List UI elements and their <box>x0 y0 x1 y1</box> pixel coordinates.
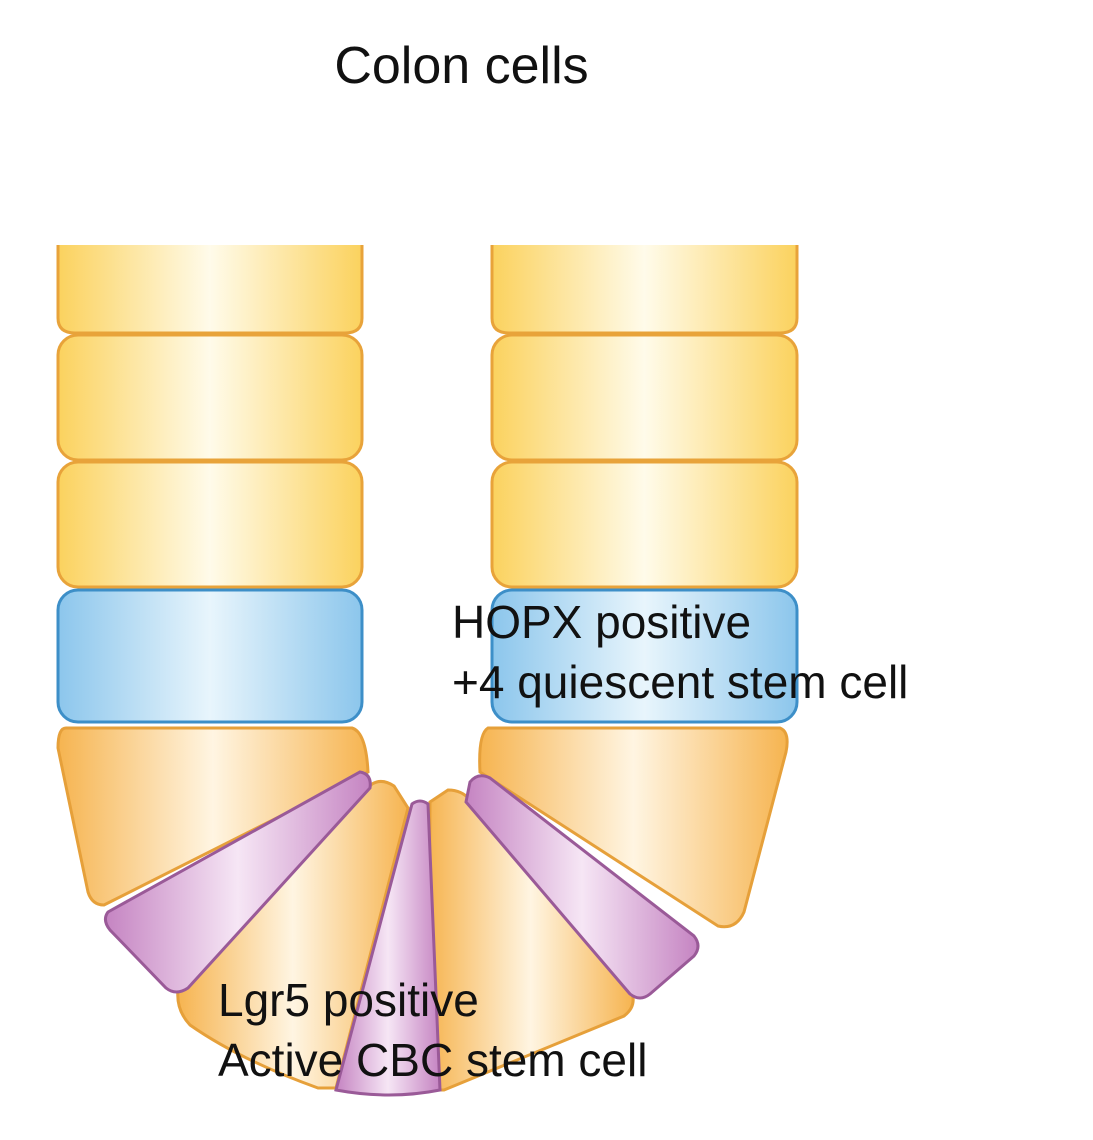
hopx-label-line2: +4 quiescent stem cell <box>452 656 909 708</box>
hopx-stem-cell-right <box>490 588 799 724</box>
yellow-cell <box>56 460 364 589</box>
yellow-cell <box>490 460 799 589</box>
orange-cell <box>56 726 370 907</box>
yellow-cell <box>490 245 799 335</box>
lgr5-label-line2: Active CBC stem cell <box>218 1034 648 1086</box>
orange-cell <box>478 726 789 929</box>
lgr5-label-line1: Lgr5 positive <box>218 974 479 1026</box>
hopx-stem-cell-left <box>56 588 364 724</box>
yellow-cell <box>56 333 364 462</box>
diagram-title: Colon cells <box>334 37 589 95</box>
lgr5-stem-cell <box>464 774 700 1000</box>
hopx-label-line1: HOPX positive <box>452 596 752 648</box>
hopx-label: HOPX positive +4 quiescent stem cell <box>452 592 908 712</box>
orange-cell <box>176 779 410 1090</box>
lgr5-stem-cell <box>103 770 372 994</box>
yellow-cell <box>490 333 799 462</box>
lgr5-label: Lgr5 positive Active CBC stem cell <box>218 970 647 1090</box>
lgr5-stem-cell <box>334 799 442 1097</box>
yellow-cell <box>56 245 364 335</box>
